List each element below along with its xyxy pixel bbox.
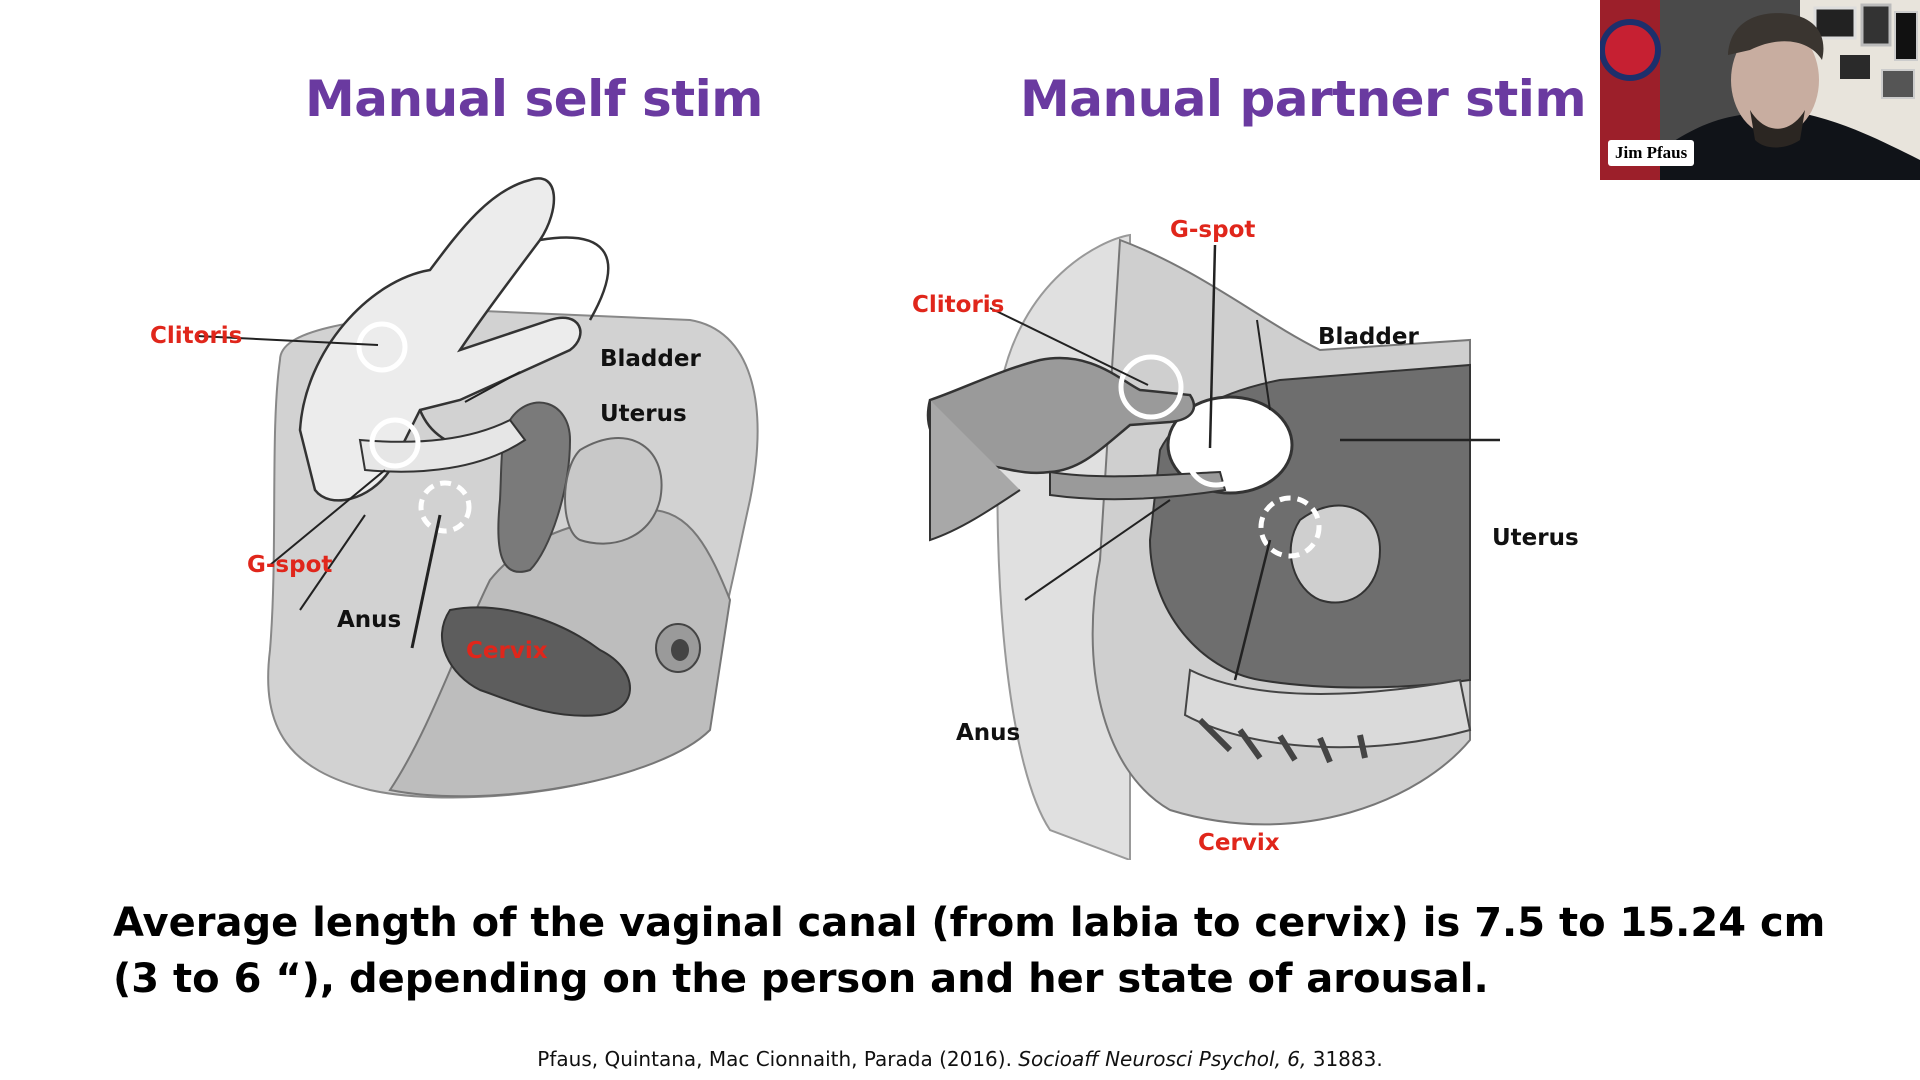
diagram-self-stim: Clitoris Bladder Uterus G-spot Anus Cerv… <box>130 170 830 820</box>
citation: Pfaus, Quintana, Mac Cionnaith, Parada (… <box>0 1047 1920 1071</box>
label-bladder: Bladder <box>600 346 701 372</box>
participant-name-tag: Jim Pfaus <box>1608 140 1695 166</box>
citation-number: 31883. <box>1306 1047 1383 1071</box>
label-uterus: Uterus <box>600 401 687 427</box>
vaginal-canal-length-text: Average length of the vaginal canal (fro… <box>113 900 1826 1002</box>
diagram-partner-stim: G-spot Clitoris Bladder Uterus Anus Cerv… <box>900 210 1600 862</box>
label-bladder-right: Bladder <box>1318 324 1419 350</box>
label-anus-right: Anus <box>956 720 1021 746</box>
label-cervix-right: Cervix <box>1198 830 1280 856</box>
video-feed <box>1600 0 1920 180</box>
label-g-spot: G-spot <box>247 552 333 578</box>
label-anus: Anus <box>337 607 402 633</box>
partner-stim-illustration <box>926 233 1500 862</box>
title-manual-partner-stim: Manual partner stim <box>1020 70 1587 128</box>
label-clitoris: Clitoris <box>150 323 243 349</box>
label-clitoris-right: Clitoris <box>912 292 1005 318</box>
label-cervix: Cervix <box>466 638 548 664</box>
citation-journal: Socioaff Neurosci Psychol, 6, <box>1018 1047 1307 1071</box>
title-manual-self-stim: Manual self stim <box>305 70 763 128</box>
label-uterus-right: Uterus <box>1492 525 1579 551</box>
self-stim-illustration <box>196 177 759 799</box>
citation-authors: Pfaus, Quintana, Mac Cionnaith, Parada (… <box>537 1047 1019 1071</box>
label-g-spot-right: G-spot <box>1170 217 1256 243</box>
participant-video[interactable]: Jim Pfaus <box>1600 0 1920 180</box>
